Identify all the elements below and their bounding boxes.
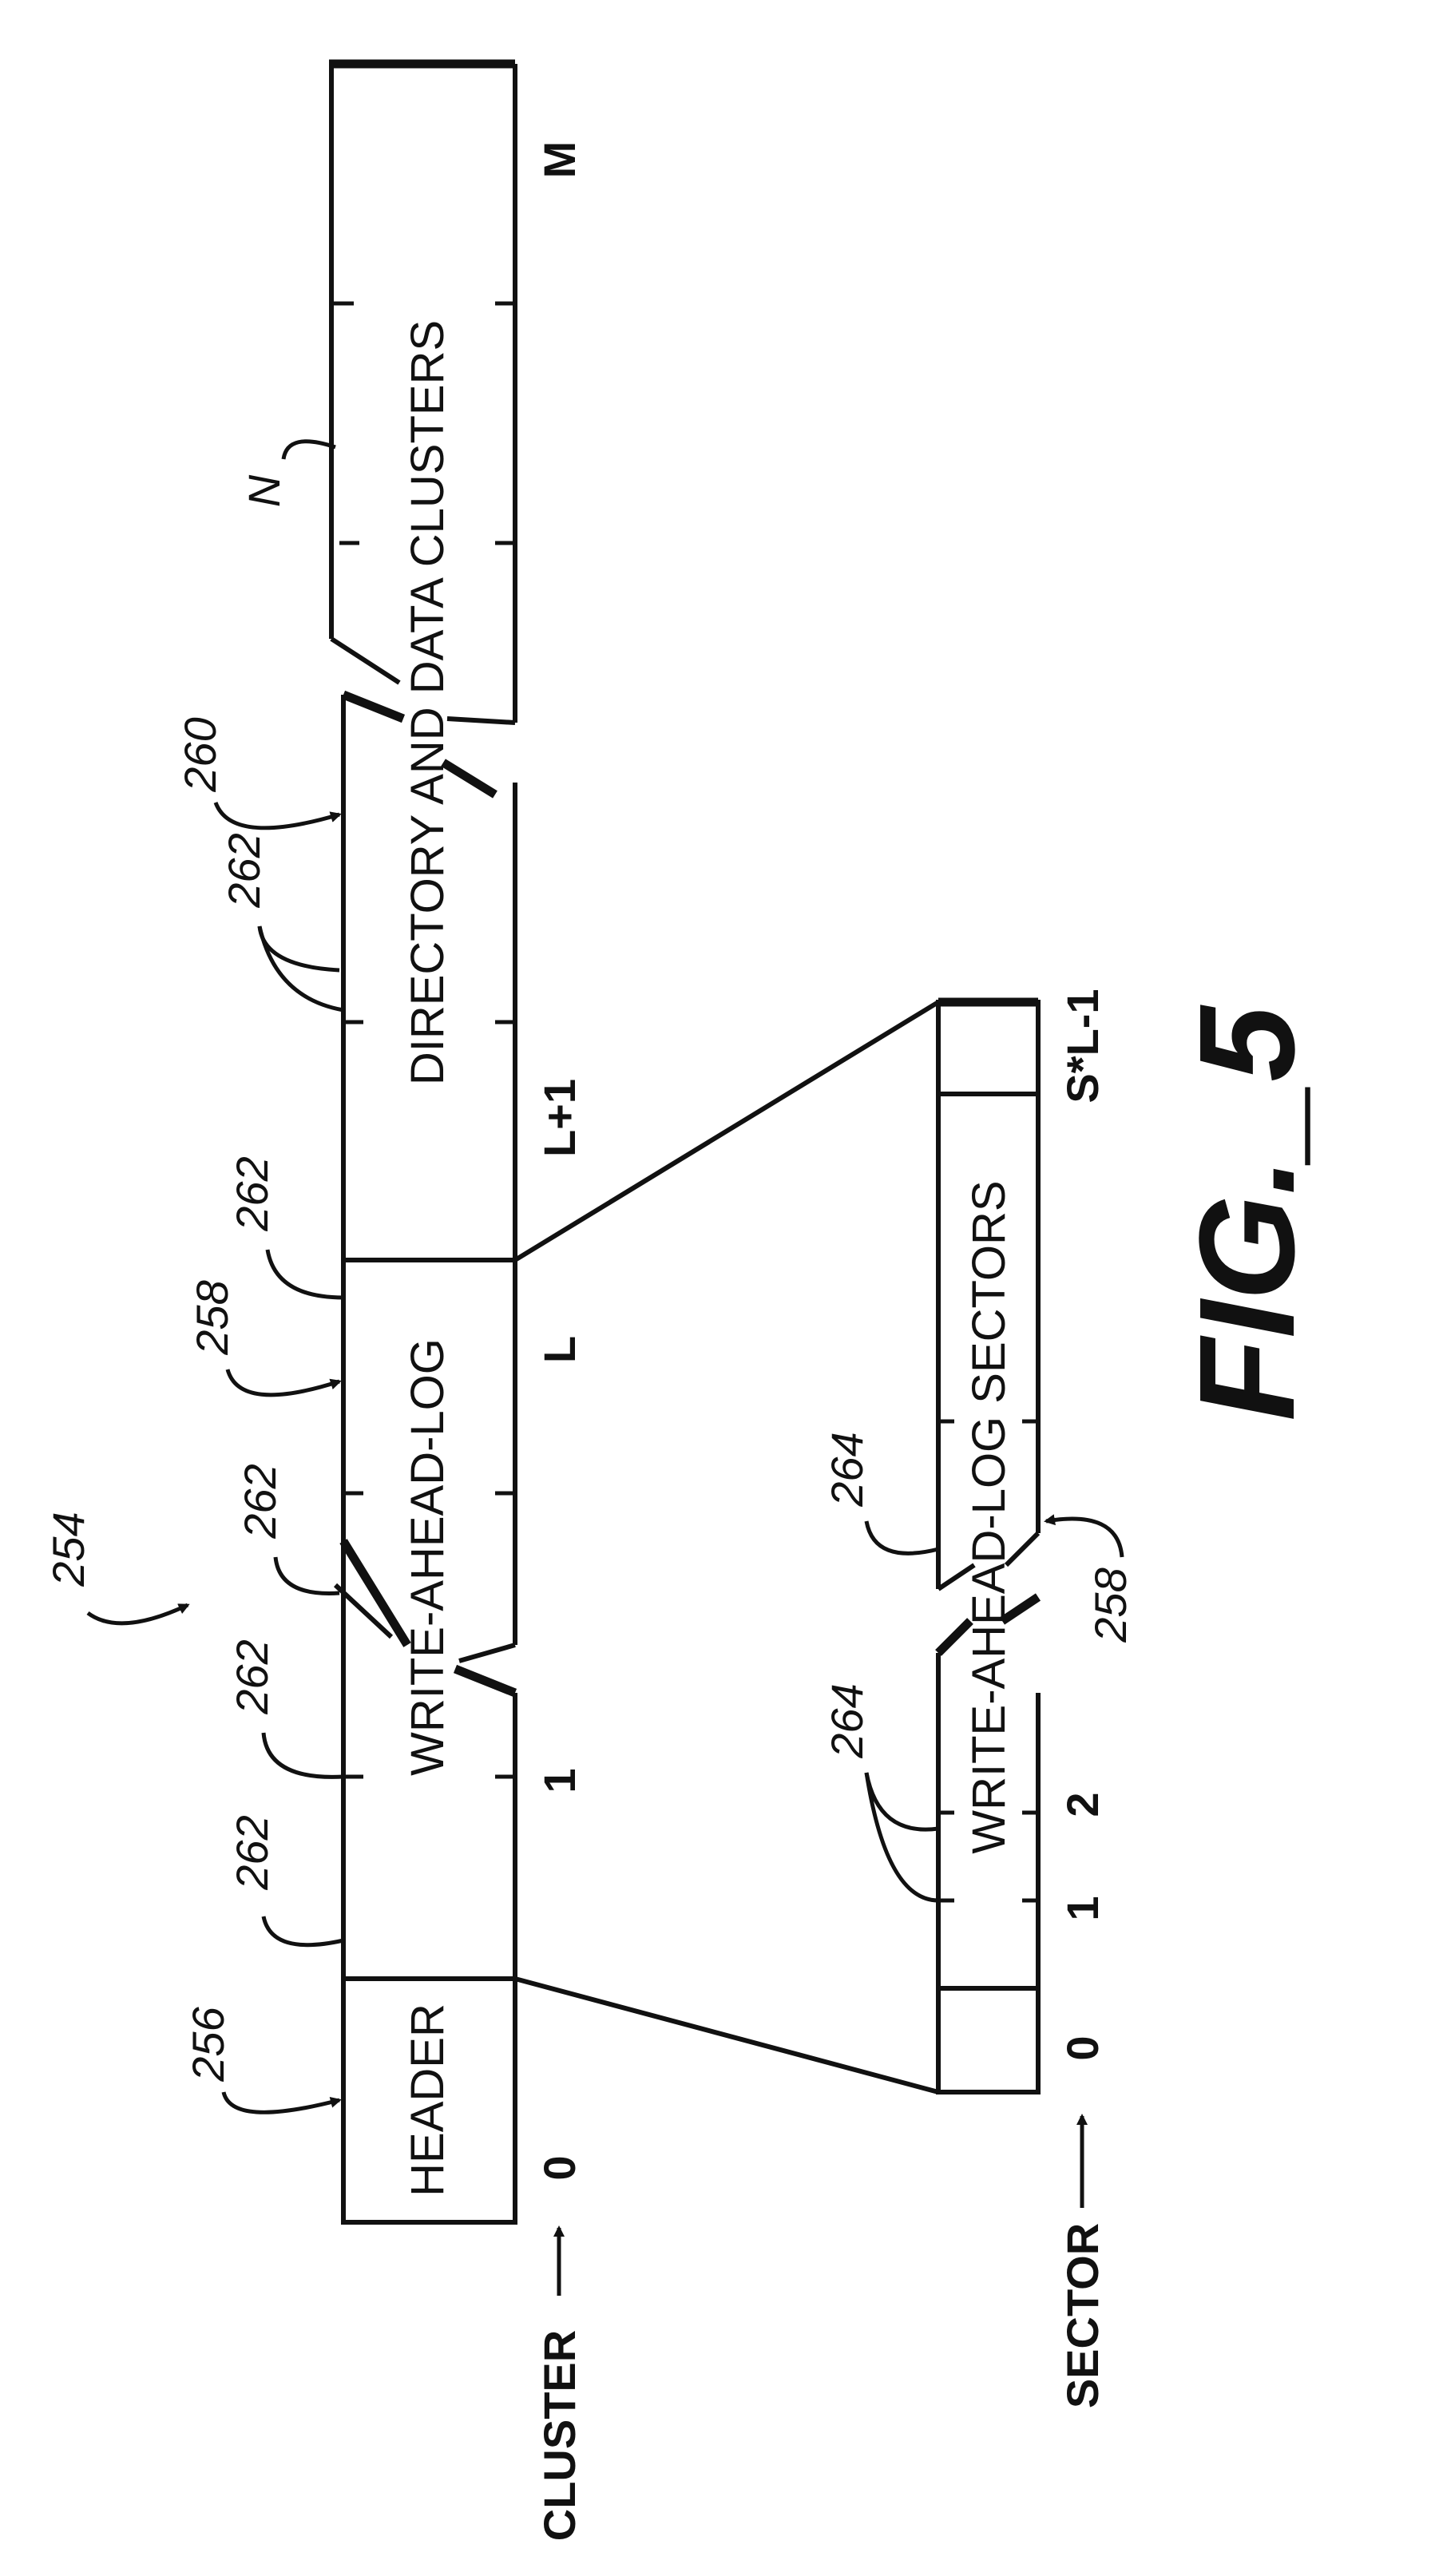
sector-axis: SECTOR 0 1 2 S*L-1 [1057, 989, 1108, 2408]
sector-strip: WRITE-AHEAD-LOG SECTORS [938, 1002, 1038, 2092]
ref-262-a-leader [264, 1916, 343, 1945]
ref-264-a: 264 [822, 1683, 872, 1758]
ref-260: 260 [175, 717, 225, 792]
ref-258-top-leader [228, 1369, 339, 1395]
ref-254-leader [88, 1605, 188, 1623]
sector-axis-label: SECTOR [1057, 2223, 1108, 2408]
ref-258-top: 258 [187, 1280, 237, 1355]
ref-262-b: 262 [227, 1639, 277, 1714]
header-label: HEADER [402, 2003, 454, 2197]
ref-262-d: 262 [227, 1156, 277, 1231]
ref-262-d-leader [268, 1250, 343, 1298]
cluster-tick-L1: L+1 [534, 1079, 585, 1157]
sector-end-right [938, 1002, 1038, 1094]
cluster-tick-1: 1 [534, 1768, 585, 1793]
cluster-tick-L: L [534, 1336, 585, 1363]
cluster-tick-0: 0 [534, 2155, 585, 2180]
figure-label: FIG._5 [1171, 1005, 1323, 1421]
ref-262-c-leader [276, 1557, 339, 1593]
cluster-axis-label: CLUSTER [534, 2330, 585, 2541]
ref-256-leader [224, 2092, 339, 2112]
ref-262-e: 262 [219, 833, 269, 908]
ref-264-a-leader-2 [866, 1773, 938, 1900]
sector-end-left [938, 1988, 1038, 2092]
ref-260-leader [216, 803, 339, 828]
ref-258-bottom: 258 [1085, 1567, 1136, 1643]
ref-264-b-leader [866, 1521, 938, 1553]
expansion-lines [515, 1002, 938, 2092]
cluster-tick-M: M [534, 141, 585, 179]
ref-262-a: 262 [227, 1815, 277, 1890]
ref-262-b-leader [264, 1733, 343, 1777]
cluster-strip: HEADER WRITE-AHEAD-LOG DIRECTORY AND DAT… [329, 64, 515, 2222]
wal-label: WRITE-AHEAD-LOG [402, 1338, 454, 1776]
sector-tick-last: S*L-1 [1057, 989, 1108, 1103]
ref-262-c: 262 [235, 1464, 285, 1539]
ref-258-bottom-leader [1046, 1519, 1122, 1557]
ref-N: N [239, 474, 289, 507]
dir-label: DIRECTORY AND DATA CLUSTERS [402, 320, 454, 1085]
sector-tick-1: 1 [1057, 1896, 1108, 1920]
ref-N-leader [283, 442, 335, 459]
ref-264-b: 264 [822, 1432, 872, 1507]
ref-256: 256 [183, 2006, 233, 2082]
sectors-label: WRITE-AHEAD-LOG SECTORS [963, 1180, 1015, 1853]
ref-254: 254 [43, 1512, 93, 1587]
cluster-axis: CLUSTER 0 1 L L+1 M [534, 141, 585, 2542]
sector-tick-0: 0 [1057, 2035, 1108, 2060]
sector-tick-2: 2 [1057, 1792, 1108, 1817]
